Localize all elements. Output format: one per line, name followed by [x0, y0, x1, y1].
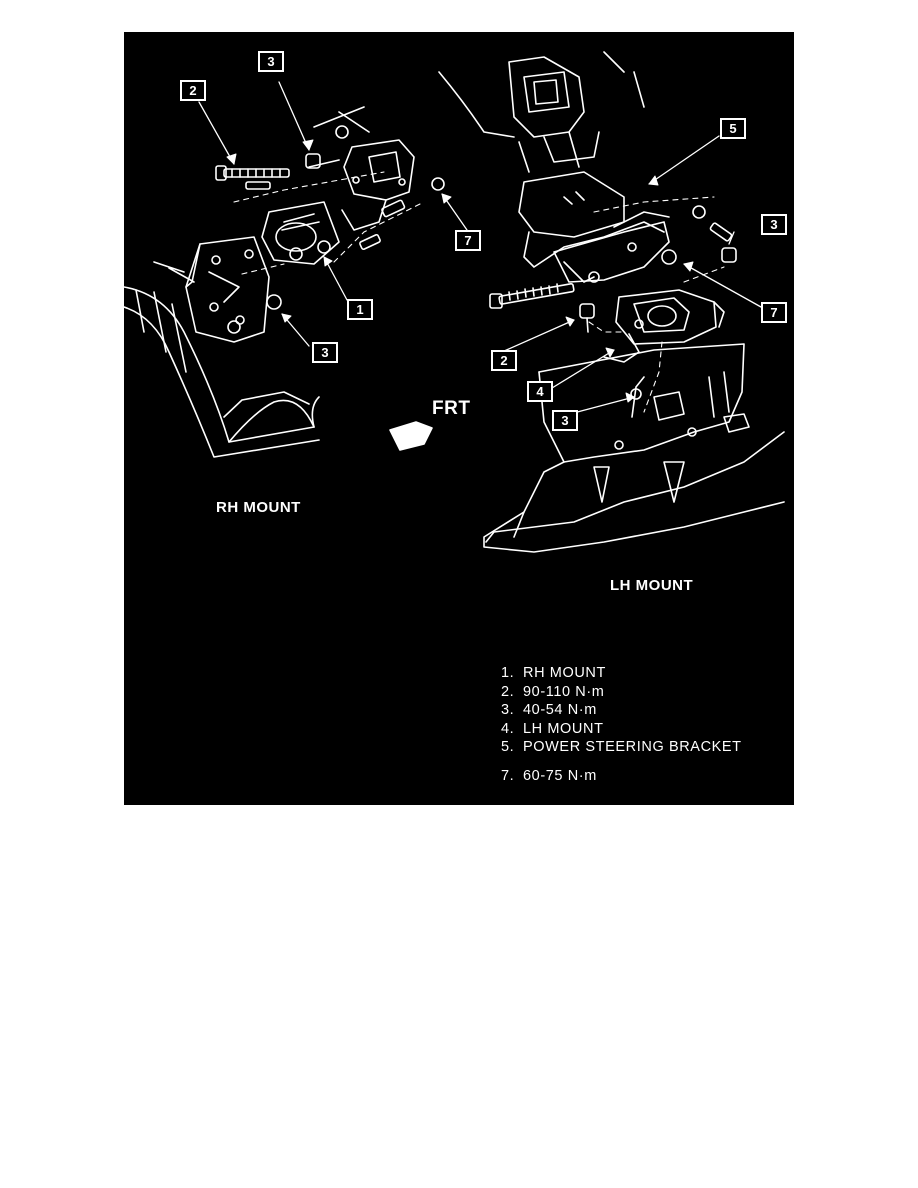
callout-3-rh-top: 3	[258, 51, 284, 72]
front-label: FRT	[432, 398, 471, 419]
rh-mount-caption: RH MOUNT	[216, 499, 301, 516]
engine-mount-diagram: 3 2 5 7 3 1 3 7 2 4 3 FRT RH MOUNT LH MO…	[124, 32, 794, 805]
legend-item: 5.POWER STEERING BRACKET	[501, 739, 742, 755]
legend-gap	[501, 757, 742, 767]
rh-engine-bracket	[308, 106, 415, 231]
lh-alignment-lines	[588, 196, 725, 413]
callout-2-lh: 2	[491, 350, 517, 371]
lh-frame-crossmember	[483, 343, 785, 553]
lh-upper-bracket	[438, 51, 665, 268]
callout-2-rh: 2	[180, 80, 206, 101]
mount-illustration	[124, 51, 785, 553]
rh-frame-bracket	[185, 236, 270, 343]
callout-3-lh-top: 3	[761, 214, 787, 235]
rh-mount-isolator	[261, 201, 340, 265]
legend-item: 1.RH MOUNT	[501, 665, 606, 681]
legend-item: 3.40-54 N·m	[501, 702, 597, 718]
callout-1-rh: 1	[347, 299, 373, 320]
callout-3-lh-bottom: 3	[552, 410, 578, 431]
callout-4-lh: 4	[527, 381, 553, 402]
callout-7-lh: 7	[761, 302, 787, 323]
rh-frame-rail	[124, 261, 320, 458]
callout-5-lh: 5	[720, 118, 746, 139]
legend-item: 2.90-110 N·m	[501, 683, 605, 700]
lh-bolts	[489, 205, 737, 400]
front-arrow-icon	[389, 421, 433, 451]
lh-power-steering-bracket	[553, 211, 670, 283]
legend: 1.RH MOUNT 2.90-110 N·m 3.40-54 N·m 4.LH…	[501, 664, 742, 785]
lh-mount-isolator	[603, 289, 725, 363]
legend-item: 7.60-75 N·m	[501, 767, 597, 784]
rh-alignment-lines	[233, 171, 425, 275]
callout-7-rh: 7	[455, 230, 481, 251]
callout-3-rh-bottom: 3	[312, 342, 338, 363]
rh-bolts	[215, 125, 445, 310]
callout-arrowheads	[226, 139, 694, 403]
lh-mount-caption: LH MOUNT	[610, 577, 694, 594]
legend-item: 4.LH MOUNT	[501, 720, 604, 737]
